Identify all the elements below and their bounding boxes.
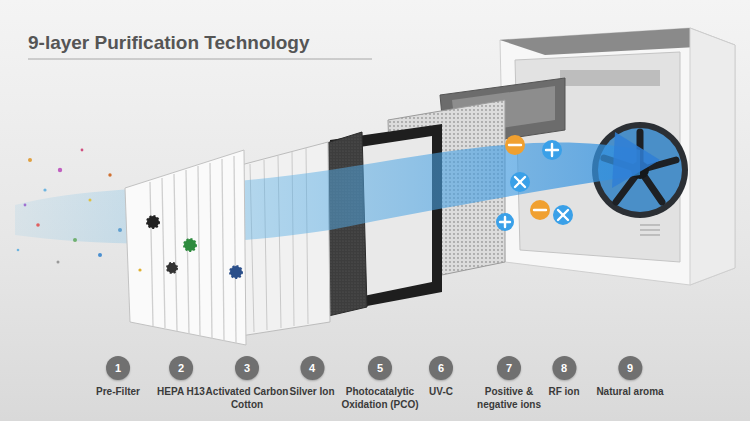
layer-name: Positive & negative ions xyxy=(467,386,551,411)
callout-number: 6 xyxy=(429,356,453,380)
callout-number: 2 xyxy=(169,356,193,380)
layer-name: Silver Ion xyxy=(289,386,334,399)
layer-name: HEPA H13 xyxy=(157,386,205,399)
layer-callout: 3Activated Carbon Cotton xyxy=(205,356,289,411)
layer-callout: 7Positive & negative ions xyxy=(467,356,551,411)
layer-name: RF ion xyxy=(548,386,579,399)
germ-icons xyxy=(147,216,242,278)
callout-number: 8 xyxy=(552,356,576,380)
layer-name: Pre-Filter xyxy=(96,386,140,399)
layer-callout: 9Natural aroma xyxy=(596,356,663,399)
layer-name: UV-C xyxy=(429,386,453,399)
layer-callout: 5Photocatalytic Oxidation (PCO) xyxy=(338,356,422,411)
layer-name: Natural aroma xyxy=(596,386,663,399)
diagram-title: 9-layer Purification Technology xyxy=(28,32,310,54)
layer-callout: 8 RF ion xyxy=(548,356,579,399)
layer-name: Activated Carbon Cotton xyxy=(205,386,289,411)
layer-callout: 6UV-C xyxy=(429,356,453,399)
pre-filter-grille xyxy=(125,150,246,345)
layer-callout: 2HEPA H13 xyxy=(157,356,205,399)
callout-number: 9 xyxy=(618,356,642,380)
layer-name: Photocatalytic Oxidation (PCO) xyxy=(338,386,422,411)
ion-bubbles xyxy=(496,135,573,231)
callout-number: 7 xyxy=(497,356,521,380)
callout-number: 5 xyxy=(368,356,392,380)
layer-callout: 4Silver Ion xyxy=(289,356,334,399)
layer-callout: 1Pre-Filter xyxy=(96,356,140,399)
callout-number: 1 xyxy=(106,356,130,380)
title-rule xyxy=(28,59,372,60)
dust-particles xyxy=(17,149,142,272)
callout-number: 4 xyxy=(300,356,324,380)
callout-number: 3 xyxy=(235,356,259,380)
